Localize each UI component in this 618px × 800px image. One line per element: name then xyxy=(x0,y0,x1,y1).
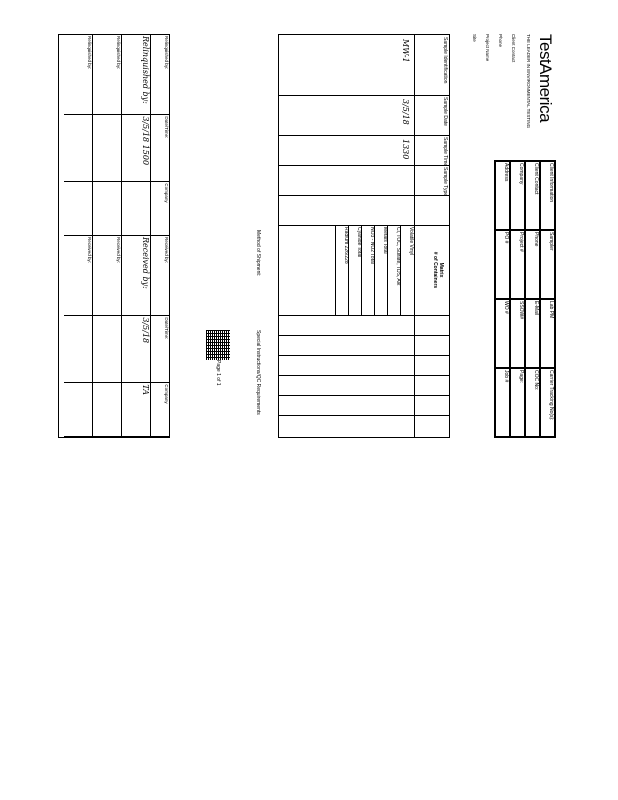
sig-cell: Relinquished by: xyxy=(93,35,121,116)
analysis-item: Volatile Vinyl xyxy=(400,225,414,315)
sig-cell: Relinquished by: xyxy=(122,35,150,116)
analysis-item: Cl, TOC, Sulfate, TDS, Alk xyxy=(387,225,401,315)
sig-header: Date/Time: xyxy=(151,115,169,183)
sig-cell: 3/5/18 1500 xyxy=(122,115,150,183)
header-field: Job # xyxy=(495,368,510,437)
sig-header: Company xyxy=(151,182,169,236)
analysis-list: Volatile Vinyl Cl, TOC, Sulfate, TDS, Al… xyxy=(335,225,414,315)
sig-cell: 3/5/18 xyxy=(122,316,150,384)
address-line: Client Contact xyxy=(511,34,516,63)
sig-cell: Received by: xyxy=(64,236,92,317)
header-field: Company xyxy=(510,161,525,230)
header-field: E-Mail xyxy=(525,299,540,368)
header-field: Client Contact xyxy=(525,161,540,230)
header-field: PO # xyxy=(495,230,510,299)
sample-time: 1330 xyxy=(401,139,410,160)
column-header: Sample Type xyxy=(442,167,448,197)
containers-label: # of Containers xyxy=(432,251,439,289)
header-field: Project # xyxy=(510,230,525,299)
sig-header: Date/Time: xyxy=(151,316,169,384)
sig-cell: TA xyxy=(122,383,150,437)
address-line: THE LEADER IN ENVIRONMENTAL TESTING xyxy=(526,34,531,129)
sig-header: Relinquished by: xyxy=(151,35,169,116)
column-header: Sample Identification xyxy=(442,37,448,84)
sig-header: Received by: xyxy=(151,236,169,317)
header-field: SSOW# xyxy=(510,299,525,368)
address-line: Project Name xyxy=(485,34,490,62)
analysis-item: Metals Total xyxy=(374,225,388,315)
barcode xyxy=(206,330,230,360)
header-field: Client Information xyxy=(540,161,555,230)
special-instructions: Special Instructions/QC Requirements xyxy=(255,330,261,415)
header-field: Address xyxy=(495,161,510,230)
sig-cell: Relinquished by: xyxy=(64,35,92,116)
analysis-item: Radium 226/228 xyxy=(335,225,349,315)
analysis-item: Cyanide Total xyxy=(348,225,362,315)
header-field: COC No: xyxy=(525,368,540,437)
analysis-item: NO3 - NO2 Total xyxy=(361,225,375,315)
header-field: Lab PM xyxy=(540,299,555,368)
header-field: Phone xyxy=(525,230,540,299)
sample-date: 3/5/18 xyxy=(401,99,410,125)
header-grid: Client Information Sampler Lab PM Carrie… xyxy=(494,160,556,438)
sample-id: MW-1 xyxy=(401,39,410,63)
method-of-shipment: Method of Shipment: xyxy=(255,230,261,277)
header-field: Carrier Tracking No(s): xyxy=(540,368,555,437)
column-header: Sample Time xyxy=(442,137,448,167)
address-line: Phone xyxy=(498,34,503,48)
page-number: Page 1 of 1 xyxy=(215,360,221,386)
sig-cell: Received by: xyxy=(93,236,121,317)
sig-header: Company xyxy=(151,383,169,437)
matrix-label: Matrix xyxy=(438,262,444,278)
logo: TestAmerica xyxy=(536,34,555,123)
sig-cell: Received by: xyxy=(122,236,150,317)
sig-cell xyxy=(122,182,150,236)
analysis-table: Sample Identification Sample Date Sample… xyxy=(278,34,450,438)
header-field: WO # xyxy=(495,299,510,368)
column-header: Sample Date xyxy=(442,97,448,126)
address-line: Site xyxy=(472,34,477,42)
chain-of-custody-form: TestAmerica THE LEADER IN ENVIRONMENTAL … xyxy=(50,30,560,440)
header-field: Page: xyxy=(510,368,525,437)
header-field: Sampler xyxy=(540,230,555,299)
